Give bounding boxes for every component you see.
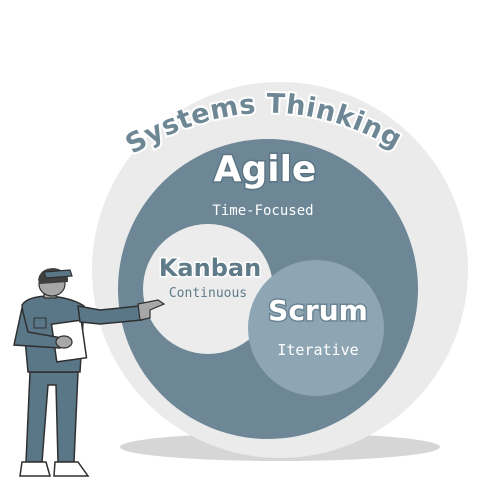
scrum-circle [248, 260, 384, 396]
agile-label: Agile [214, 149, 317, 190]
scrum-label: Scrum [268, 294, 368, 327]
agile-sublabel: Time-Focused [212, 203, 313, 219]
worker-illustration [13, 268, 166, 477]
kanban-label: Kanban [159, 254, 261, 282]
kanban-circle [143, 224, 273, 354]
scrum-sublabel: Iterative [277, 341, 358, 359]
kanban-sublabel: Continuous [169, 286, 247, 301]
